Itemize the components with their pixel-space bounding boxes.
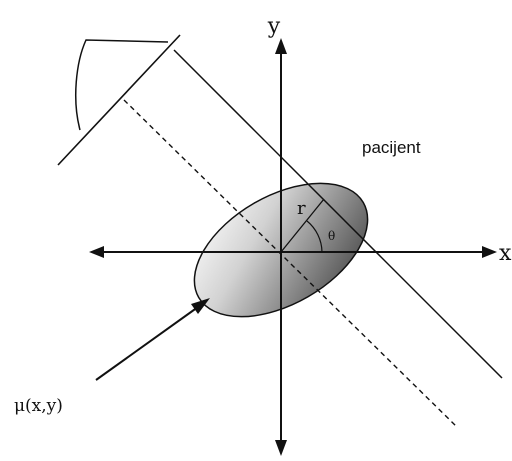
attenuation-pointer — [95, 306, 199, 381]
x-axis-label: x — [499, 241, 512, 266]
patient-label: pacijent — [362, 138, 421, 157]
dashed-projection-ray — [123, 99, 457, 427]
x-axis-arrow-left — [89, 246, 104, 258]
radius-label: r — [297, 198, 306, 219]
attenuation-label: μ(x,y) — [14, 396, 63, 416]
attenuation-pointer-head — [191, 298, 210, 314]
projection-ray — [173, 49, 503, 379]
detector-line — [57, 34, 181, 166]
x-axis-arrow-right — [482, 246, 497, 258]
y-axis-label: y — [267, 14, 281, 39]
y-axis-arrow-up — [275, 38, 287, 54]
theta-label: θ — [328, 229, 335, 243]
xray-source — [75, 39, 169, 131]
radius-line — [280, 198, 325, 253]
y-axis-arrow-down — [275, 440, 287, 456]
theta-arc — [306, 220, 323, 253]
